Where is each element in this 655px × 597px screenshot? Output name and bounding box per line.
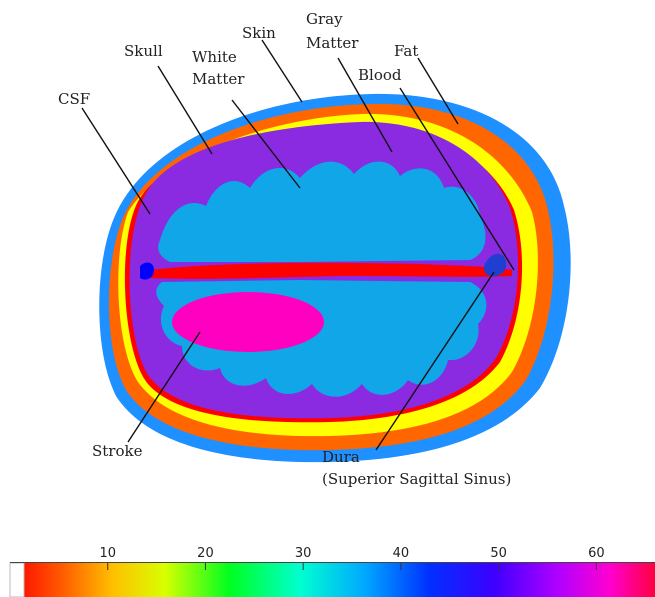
colorbar-ticks: 10 20 30 40 50 60 — [99, 546, 605, 570]
label-dura-1: Dura — [322, 448, 360, 466]
leader-white-matter — [231, 99, 301, 189]
label-white-matter-1: White — [192, 48, 237, 66]
colorbar-gradient — [10, 563, 655, 597]
leader-fat — [417, 57, 459, 125]
label-dura-2: (Superior Sagittal Sinus) — [322, 470, 511, 488]
leader-csf — [81, 107, 151, 215]
colorbar-tick-label: 50 — [490, 546, 507, 561]
stroke-region — [172, 292, 324, 352]
leader-stroke — [127, 331, 201, 443]
leader-lines — [81, 39, 515, 451]
label-gray-matter-2: Matter — [306, 34, 359, 52]
colorbar-left-edge — [9, 562, 25, 597]
label-fat: Fat — [394, 42, 418, 60]
leader-skin — [261, 39, 303, 103]
csf-spot — [140, 262, 154, 280]
label-skull: Skull — [124, 42, 163, 60]
label-stroke: Stroke — [92, 442, 143, 460]
label-white-matter-2: Matter — [192, 70, 245, 88]
leader-blood — [399, 87, 515, 271]
leader-skull — [157, 65, 213, 155]
colorbar-tick-label: 40 — [393, 546, 410, 561]
label-gray-matter-1: Gray — [306, 10, 343, 28]
colorbar-tick-label: 10 — [99, 546, 116, 561]
leader-dura — [375, 271, 495, 451]
label-csf: CSF — [58, 90, 90, 108]
leader-gray-matter — [337, 57, 393, 153]
label-skin: Skin — [242, 24, 276, 42]
label-blood: Blood — [358, 66, 402, 84]
colorbar-tick-label: 60 — [588, 546, 605, 561]
colorbar: 10 20 30 40 50 60 — [9, 546, 655, 597]
blood-region — [483, 253, 507, 277]
white-matter-region — [140, 161, 512, 397]
colorbar-tick-label: 20 — [197, 546, 214, 561]
colorbar-tick-label: 30 — [295, 546, 312, 561]
